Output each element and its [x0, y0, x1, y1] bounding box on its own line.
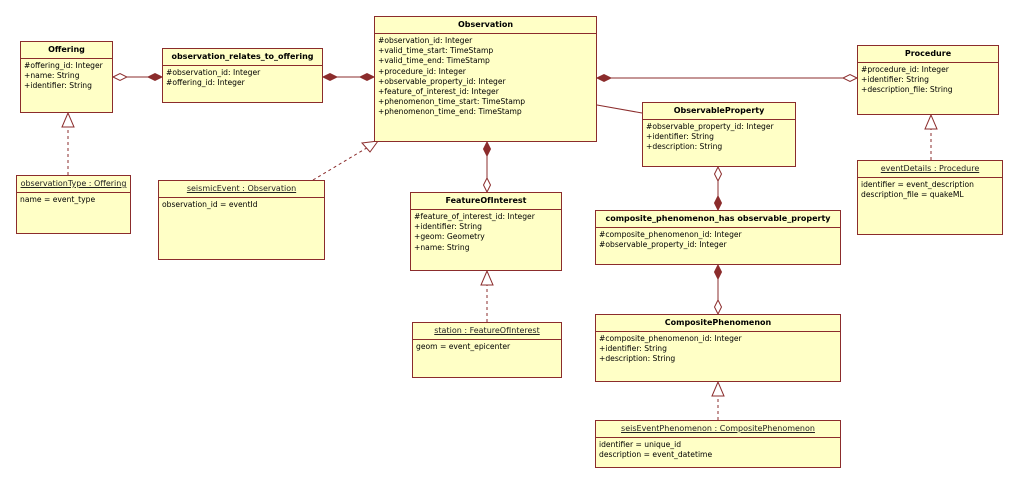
- instance-slots: identifier = unique_id description = eve…: [596, 438, 840, 462]
- class-offering: Offering #offering_id: Integer +name: St…: [20, 41, 113, 113]
- triangle-feature: [480, 269, 494, 286]
- instance-station: station : FeatureOfInterest geom = event…: [412, 322, 562, 378]
- class-name: observation_relates_to_offering: [163, 49, 322, 66]
- attribute: +identifier: String: [414, 222, 482, 232]
- attribute: +description_file: String: [861, 85, 953, 95]
- attribute: +feature_of_interest_id: Integer: [378, 87, 499, 97]
- class-feature-of-interest: FeatureOfInterest #feature_of_interest_i…: [410, 192, 562, 271]
- attribute: +name: String: [24, 71, 80, 81]
- attribute: #feature_of_interest_id: Integer: [414, 212, 535, 221]
- attribute: #procedure_id: Integer: [861, 65, 949, 74]
- diamond-hollow-feature: [482, 176, 492, 194]
- attribute: #observation_id: Integer: [378, 36, 473, 45]
- edge-observation-obsprop: [596, 104, 643, 114]
- diamond-hollow-phenomenon: [713, 298, 723, 316]
- slot: geom = event_epicenter: [416, 342, 511, 351]
- instance-seis-event-phenomenon: seisEventPhenomenon : CompositePhenomeno…: [595, 420, 841, 468]
- class-observation: Observation #observation_id: Integer +va…: [374, 16, 597, 142]
- instance-name: seisEventPhenomenon : CompositePhenomeno…: [596, 421, 840, 438]
- instance-slots: identifier = event_description descripti…: [858, 178, 1002, 202]
- class-composite-phenomenon-has-observable-property: composite_phenomenon_has observable_prop…: [595, 210, 841, 265]
- attribute: +identifier: String: [861, 75, 929, 85]
- triangle-procedure: [924, 113, 938, 130]
- slot: observation_id = eventId: [162, 200, 258, 209]
- class-name: composite_phenomenon_has observable_prop…: [596, 211, 840, 228]
- class-name: FeatureOfInterest: [411, 193, 561, 210]
- triangle-offering: [61, 111, 75, 128]
- attribute: #offering_id: Integer: [166, 78, 245, 88]
- class-attributes: #observation_id: Integer #offering_id: I…: [163, 66, 322, 90]
- class-name: Offering: [21, 42, 112, 59]
- instance-slots: geom = event_epicenter: [413, 340, 561, 354]
- attribute: +identifier: String: [24, 81, 92, 91]
- class-observable-property: ObservableProperty #observable_property_…: [642, 102, 796, 167]
- instance-name: seismicEvent : Observation: [159, 181, 324, 198]
- diamond-filled-rel-left: [146, 72, 164, 82]
- class-observation-relates-to-offering: observation_relates_to_offering #observa…: [162, 48, 323, 103]
- attribute: +identifier: String: [599, 344, 667, 354]
- diamond-filled-observation-feature: [482, 140, 492, 158]
- class-name: Observation: [375, 17, 596, 34]
- attribute: +geom: Geometry: [414, 232, 485, 242]
- attribute: +identifier: String: [646, 132, 714, 142]
- diamond-hollow-offering: [111, 72, 129, 82]
- instance-slots: name = event_type: [17, 193, 130, 207]
- diamond-filled-composite-rel-top: [713, 194, 723, 212]
- class-attributes: #composite_phenomenon_id: Integer #obser…: [596, 228, 840, 252]
- attribute: +name: String: [414, 242, 470, 252]
- instance-observation-type: observationType : Offering name = event_…: [16, 175, 131, 234]
- attribute: +phenomenon_time_end: TimeStamp: [378, 107, 522, 117]
- class-name: ObservableProperty: [643, 103, 795, 120]
- instance-slots: observation_id = eventId: [159, 198, 324, 212]
- attribute: +valid_time_start: TimeStamp: [378, 46, 494, 56]
- instance-event-details: eventDetails : Procedure identifier = ev…: [857, 160, 1003, 235]
- class-name: Procedure: [858, 46, 998, 63]
- class-procedure: Procedure #procedure_id: Integer +identi…: [857, 45, 999, 115]
- instance-name: eventDetails : Procedure: [858, 161, 1002, 178]
- attribute: +description: String: [599, 354, 676, 364]
- diamond-hollow-procedure: [841, 73, 859, 83]
- class-composite-phenomenon: CompositePhenomenon #composite_phenomeno…: [595, 314, 841, 382]
- diamond-filled-rel-right: [321, 72, 339, 82]
- instance-seismic-event: seismicEvent : Observation observation_i…: [158, 180, 325, 260]
- diamond-filled-observation-procedure: [595, 73, 613, 83]
- slot: description_file = quakeML: [861, 190, 964, 200]
- diamond-hollow-obsprop: [713, 165, 723, 183]
- slot: identifier = unique_id: [599, 440, 682, 449]
- triangle-phenomenon: [711, 380, 725, 397]
- attribute: +valid_time_end: TimeStamp: [378, 56, 490, 66]
- attribute: #observable_property_id: Integer: [646, 122, 774, 131]
- diamond-filled-observation-right: [358, 72, 376, 82]
- attribute: +phenomenon_time_start: TimeStamp: [378, 97, 526, 107]
- instance-name: observationType : Offering: [17, 176, 130, 193]
- attribute: #offering_id: Integer: [24, 61, 103, 70]
- class-attributes: #composite_phenomenon_id: Integer +ident…: [596, 332, 840, 367]
- class-attributes: #procedure_id: Integer +identifier: Stri…: [858, 63, 998, 98]
- slot: identifier = event_description: [861, 180, 974, 189]
- class-name: CompositePhenomenon: [596, 315, 840, 332]
- class-attributes: #feature_of_interest_id: Integer +identi…: [411, 210, 561, 255]
- class-attributes: #observation_id: Integer +valid_time_sta…: [375, 34, 596, 120]
- class-attributes: #observable_property_id: Integer +identi…: [643, 120, 795, 155]
- attribute: #observable_property_id: Integer: [599, 240, 727, 250]
- attribute: +observable_property_id: Integer: [378, 76, 506, 86]
- class-attributes: #offering_id: Integer +name: String +ide…: [21, 59, 112, 94]
- attribute: #composite_phenomenon_id: Integer: [599, 334, 742, 343]
- attribute: +procedure_id: Integer: [378, 66, 466, 76]
- edge-seismicevent-observation: [312, 145, 371, 181]
- attribute: #observation_id: Integer: [166, 68, 261, 77]
- diamond-filled-composite-rel-bottom: [713, 263, 723, 281]
- instance-name: station : FeatureOfInterest: [413, 323, 561, 340]
- attribute: #composite_phenomenon_id: Integer: [599, 230, 742, 239]
- slot: name = event_type: [20, 195, 96, 204]
- triangle-observation: [360, 140, 380, 153]
- attribute: +description: String: [646, 142, 723, 152]
- slot: description = event_datetime: [599, 450, 713, 460]
